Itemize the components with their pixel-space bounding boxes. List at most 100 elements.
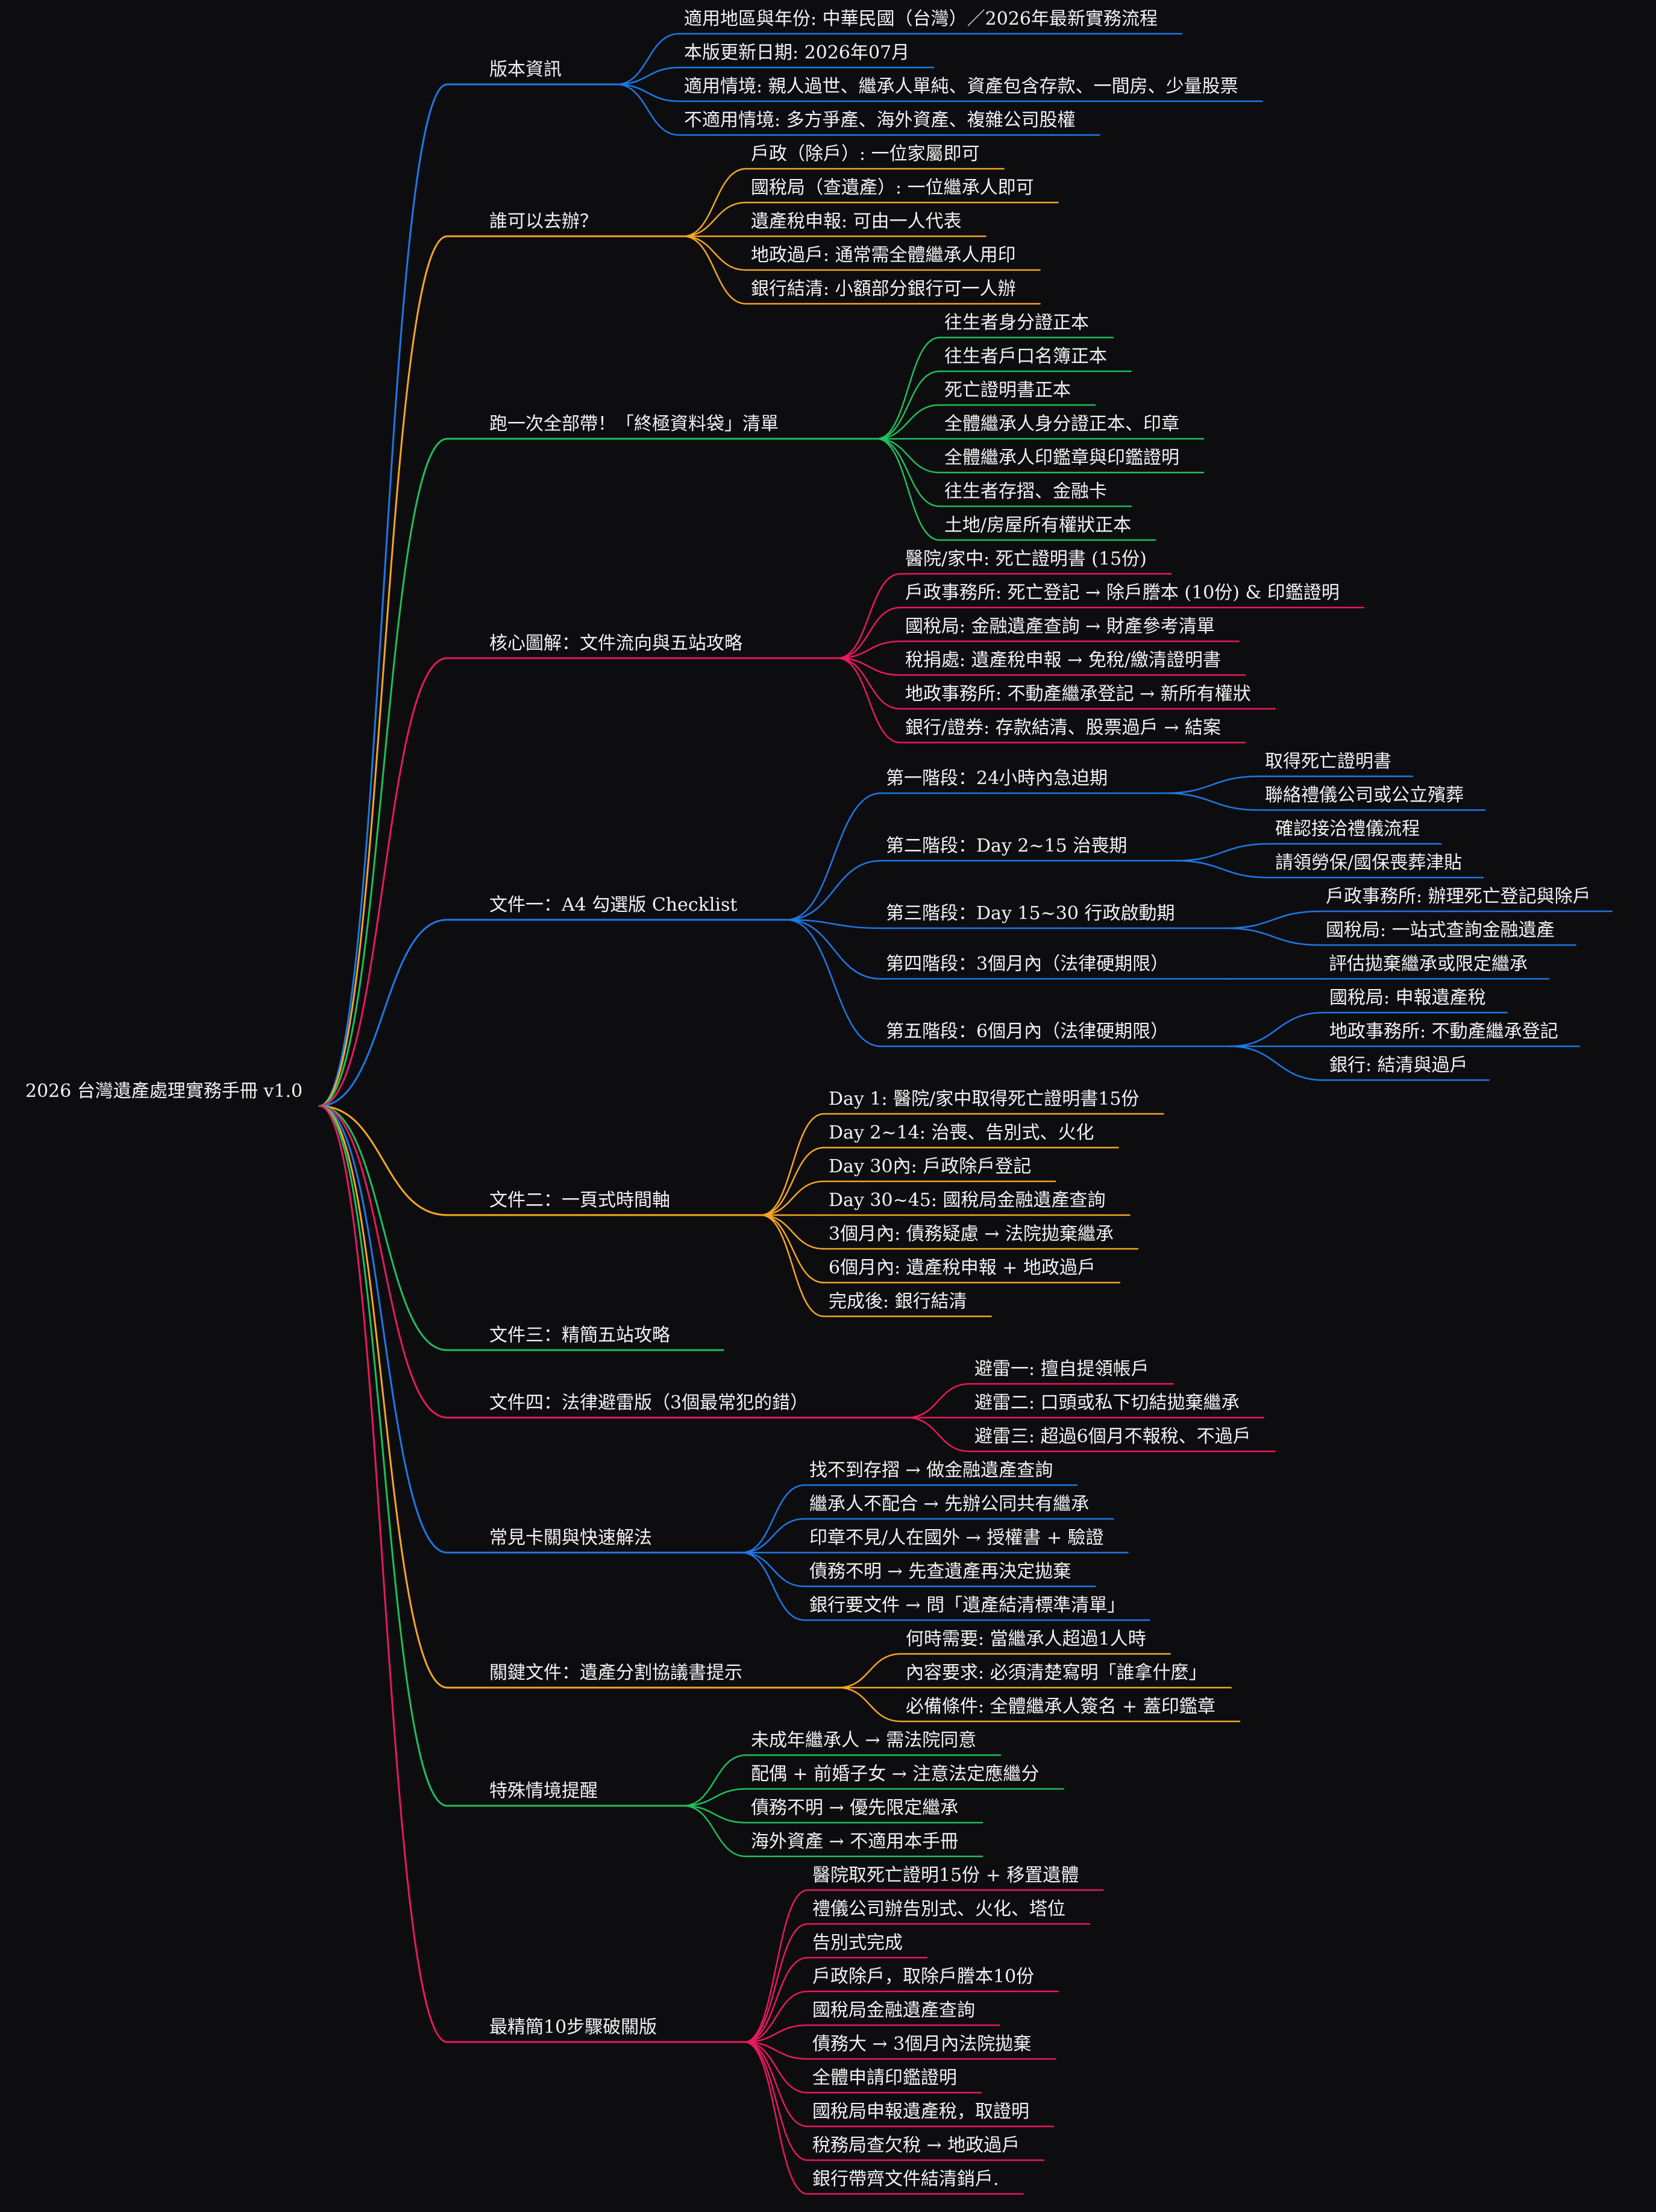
connector-b3-c1	[876, 336, 941, 440]
child-label-b4-c4: 稅捐處: 遺產稅申報 → 免稅/繳清證明書	[905, 650, 1221, 671]
connector-b5-c5-g3	[1229, 1045, 1325, 1081]
grandchild-label-b5-c5-g1: 國稅局: 申報遺產稅	[1329, 987, 1486, 1008]
connector-b1-c2	[615, 66, 680, 86]
grandchild-label-b5-c3-g2: 國稅局: 一站式查詢金融遺產	[1326, 920, 1555, 941]
connector-b5-c1	[785, 792, 882, 921]
connector-b10-c3	[837, 1686, 902, 1723]
grandchild-label-b5-c2-g1: 確認接洽禮儀流程	[1275, 819, 1420, 840]
connector-root-11	[318, 1105, 448, 1807]
connector-b12-c4	[744, 1990, 809, 2043]
connector-b5-c5	[785, 919, 882, 1048]
branch-label-5: 文件一：A4 勾選版 Checklist	[489, 894, 738, 916]
connector-b4-c3	[836, 640, 902, 659]
connector-b5-c2-g2	[1175, 859, 1270, 879]
connector-b6-c2	[760, 1146, 825, 1216]
child-label-b1-c1: 適用地區與年份: 中華民國（台灣）／2026年最新實務流程	[684, 8, 1158, 30]
child-label-b6-c1: Day 1: 醫院/家中取得死亡證明書15份	[829, 1089, 1140, 1110]
child-label-b4-c2: 戶政事務所: 死亡登記 → 除戶謄本 (10份) & 印鑑證明	[905, 582, 1340, 603]
child-label-b9-c4: 債務不明 → 先查遺產再決定拋棄	[809, 1561, 1071, 1582]
connector-b9-c2	[741, 1518, 806, 1554]
child-label-b6-c5: 3個月內: 債務疑慮 → 法院拋棄繼承	[829, 1224, 1114, 1245]
connector-root-2	[318, 235, 448, 1107]
child-label-b8-c3: 避雷三: 超過6個月不報稅、不過戶	[974, 1426, 1251, 1447]
child-label-b11-c4: 海外資產 → 不適用本手冊	[751, 1831, 959, 1852]
connector-b3-c7	[876, 438, 941, 541]
child-label-b3-c6: 往生者存摺、金融卡	[944, 481, 1107, 502]
connector-b1-c4	[615, 83, 680, 136]
connector-b6-c6	[760, 1214, 825, 1284]
child-label-b6-c3: Day 30內: 戶政除戶登記	[829, 1156, 1032, 1177]
connector-b2-c1	[682, 168, 747, 237]
connector-root-8	[318, 1105, 448, 1419]
grandchild-label-b5-c3-g1: 戶政事務所: 辦理死亡登記與除戶	[1326, 886, 1591, 907]
grandchild-label-b5-c1-g2: 聯絡禮儀公司或公立殯葬	[1265, 785, 1464, 806]
connector-root-9	[318, 1105, 448, 1554]
connector-b11-c4	[682, 1805, 747, 1858]
child-label-b12-c5: 國稅局金融遺產查詢	[812, 2000, 975, 2021]
branch-label-9: 常見卡關與快速解法	[489, 1527, 652, 1548]
connector-b1-c1	[615, 33, 680, 86]
connector-b12-c6	[744, 2041, 809, 2060]
connector-b10-c1	[837, 1653, 902, 1689]
connector-b3-c2	[876, 370, 941, 440]
connector-b4-c4	[836, 657, 902, 676]
connector-b4-c6	[836, 657, 902, 744]
child-label-b11-c2: 配偶 + 前婚子女 → 注意法定應繼分	[751, 1764, 1040, 1785]
connector-b6-c7	[760, 1214, 825, 1318]
connector-root-12	[318, 1105, 448, 2043]
child-label-b12-c4: 戶政除戶，取除戶謄本10份	[812, 1966, 1035, 1987]
child-label-b5-c1: 第一階段：24小時內急迫期	[886, 768, 1108, 789]
child-label-b5-c4: 第四階段：3個月內（法律硬期限）	[886, 954, 1169, 975]
child-label-b3-c1: 往生者身分證正本	[944, 312, 1089, 333]
child-label-b4-c1: 醫院/家中: 死亡證明書 (15份)	[905, 548, 1147, 570]
grandchild-label-b5-c2-g2: 請領勞保/國保喪葬津貼	[1275, 852, 1463, 873]
connector-b1-c3	[615, 83, 680, 102]
branch-label-1: 版本資訊	[489, 59, 562, 80]
connector-b5-c1-g1	[1164, 775, 1260, 794]
child-label-b9-c2: 繼承人不配合 → 先辦公同共有繼承	[809, 1494, 1090, 1515]
branch-label-11: 特殊情境提醒	[489, 1780, 598, 1802]
connector-b6-c1	[760, 1113, 825, 1216]
child-label-b9-c3: 印章不見/人在國外 → 授權書 + 驗證	[809, 1527, 1104, 1548]
child-label-b10-c2: 內容要求: 必須清楚寫明「誰拿什麼」	[906, 1662, 1207, 1683]
child-label-b12-c1: 醫院取死亡證明15份 + 移置遺體	[812, 1865, 1079, 1886]
child-label-b2-c3: 遺產稅申報: 可由一人代表	[751, 211, 962, 232]
child-label-b5-c2: 第二階段：Day 2~15 治喪期	[886, 835, 1128, 856]
connector-b5-c3-g2	[1225, 927, 1321, 946]
child-label-b12-c8: 國稅局申報遺產稅，取證明	[812, 2101, 1029, 2122]
connector-root-6	[318, 1105, 448, 1216]
connector-b11-c2	[682, 1788, 747, 1807]
connector-b5-c3-g1	[1225, 910, 1321, 929]
branch-label-12: 最精簡10步驟破關版	[489, 2017, 657, 2038]
child-label-b3-c7: 土地/房屋所有權狀正本	[944, 515, 1132, 536]
child-label-b3-c3: 死亡證明書正本	[944, 380, 1071, 401]
child-label-b9-c5: 銀行要文件 → 問「遺產結清標準清單」	[809, 1595, 1126, 1616]
child-label-b2-c2: 國稅局（查遺產）: 一位繼承人即可	[751, 177, 1034, 198]
grandchild-label-b5-c1-g1: 取得死亡證明書	[1265, 751, 1391, 772]
connector-b3-c5	[876, 438, 941, 474]
connector-b2-c2	[682, 201, 747, 237]
branch-label-6: 文件二：一頁式時間軸	[489, 1190, 670, 1211]
root-node-label: 2026 台灣遺產處理實務手冊 v1.0	[25, 1081, 303, 1102]
connector-b9-c1	[741, 1484, 806, 1554]
connector-b4-c5	[836, 657, 902, 710]
child-label-b1-c3: 適用情境: 親人過世、繼承人單純、資產包含存款、一間房、少量股票	[684, 76, 1238, 97]
connector-b2-c5	[682, 235, 747, 305]
branch-label-7: 文件三：精簡五站攻略	[489, 1325, 670, 1346]
connector-root-3	[318, 438, 448, 1107]
child-label-b12-c3: 告別式完成	[812, 1932, 903, 1953]
child-label-b6-c4: Day 30~45: 國稅局金融遺產查詢	[829, 1190, 1106, 1211]
child-label-b11-c1: 未成年繼承人 → 需法院同意	[751, 1730, 977, 1751]
connector-b9-c5	[741, 1551, 806, 1621]
connector-b12-c9	[744, 2041, 809, 2161]
child-label-b8-c1: 避雷一: 擅自提領帳戶	[974, 1359, 1149, 1380]
grandchild-label-b5-c5-g2: 地政事務所: 不動產繼承登記	[1329, 1021, 1558, 1042]
grandchild-label-b5-c5-g3: 銀行: 結清與過戶	[1329, 1055, 1468, 1076]
child-label-b10-c1: 何時需要: 當繼承人超過1人時	[906, 1629, 1146, 1650]
connector-b5-c5-g1	[1229, 1011, 1325, 1048]
child-label-b6-c7: 完成後: 銀行結清	[829, 1291, 967, 1312]
child-label-b6-c2: Day 2~14: 治喪、告別式、火化	[829, 1122, 1094, 1143]
child-label-b4-c5: 地政事務所: 不動產繼承登記 → 新所有權狀	[905, 683, 1251, 705]
branch-label-3: 跑一次全部帶！「終極資料袋」清單	[489, 413, 779, 435]
